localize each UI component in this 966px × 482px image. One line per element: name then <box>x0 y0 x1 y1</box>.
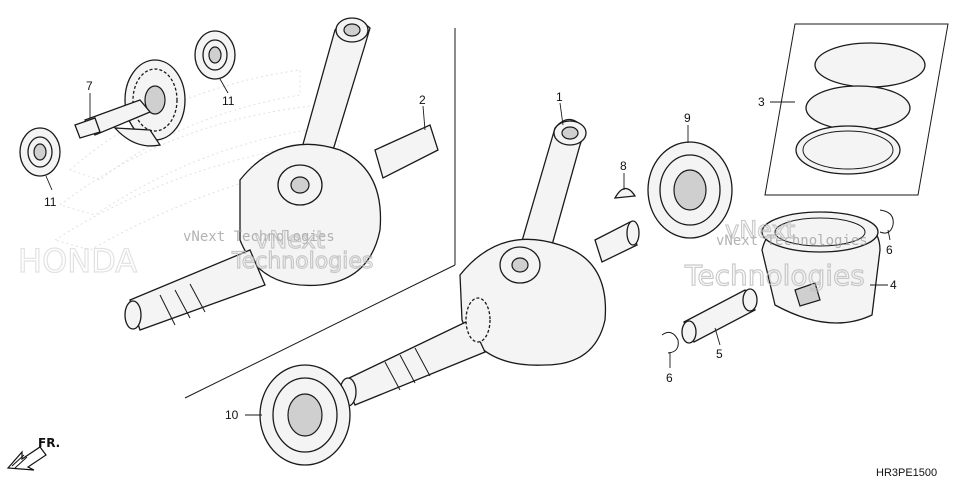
balancer-gear <box>74 59 186 147</box>
balancer-bearing-lower <box>19 127 61 177</box>
callout-5: 5 <box>716 347 723 361</box>
watermark-line-right: vNext Technologies <box>716 233 868 249</box>
balancer-bearing-upper <box>194 30 236 80</box>
watermark-line-left: vNext Technologies <box>183 229 335 245</box>
callout-7: 7 <box>86 79 93 93</box>
watermark-vnext-left: vNext <box>255 226 325 254</box>
crankshaft-bearing-right <box>647 141 733 239</box>
callout-9: 9 <box>684 111 691 125</box>
watermark-tech-left: Technologies <box>231 249 373 274</box>
callout-2: 2 <box>419 93 426 107</box>
callout-labels: 1 2 3 4 5 6 6 7 8 9 10 11 11 <box>44 79 897 422</box>
watermark-text: vNext Technologies vNext Technologies vN… <box>183 215 868 292</box>
callout-6-lower: 6 <box>666 371 673 385</box>
watermark-vnext-right: vNext <box>725 216 795 244</box>
callout-11-lower: 11 <box>44 195 57 209</box>
leader-lines <box>45 78 891 416</box>
crankshaft-assembly-upper <box>124 17 439 331</box>
woodruff-key <box>613 187 637 199</box>
piston-rings <box>795 42 926 175</box>
diagram-code: HR3PE1500 <box>876 467 937 479</box>
crankshaft-main <box>339 118 640 407</box>
front-direction-indicator: FR. <box>6 436 60 471</box>
ring-set-frame <box>764 23 949 196</box>
subassembly-frame <box>184 28 456 399</box>
crankshaft-bearing-left <box>259 364 351 466</box>
callout-1: 1 <box>556 90 563 104</box>
piston-pin-clip-lower <box>661 331 679 354</box>
callout-3: 3 <box>758 95 765 109</box>
callout-4: 4 <box>890 278 897 292</box>
callout-11-upper: 11 <box>222 94 235 108</box>
piston-pin <box>681 288 758 344</box>
piston <box>761 211 881 324</box>
callout-8: 8 <box>620 159 627 173</box>
callout-10: 10 <box>225 408 239 422</box>
watermark-tech-right: Technologies <box>684 259 865 292</box>
callout-6-upper: 6 <box>886 243 893 257</box>
front-label: FR. <box>38 436 60 450</box>
piston-pin-clip-upper <box>879 209 894 234</box>
front-arrow-icon <box>6 446 47 471</box>
watermark-brand-text: HONDA <box>18 242 137 280</box>
